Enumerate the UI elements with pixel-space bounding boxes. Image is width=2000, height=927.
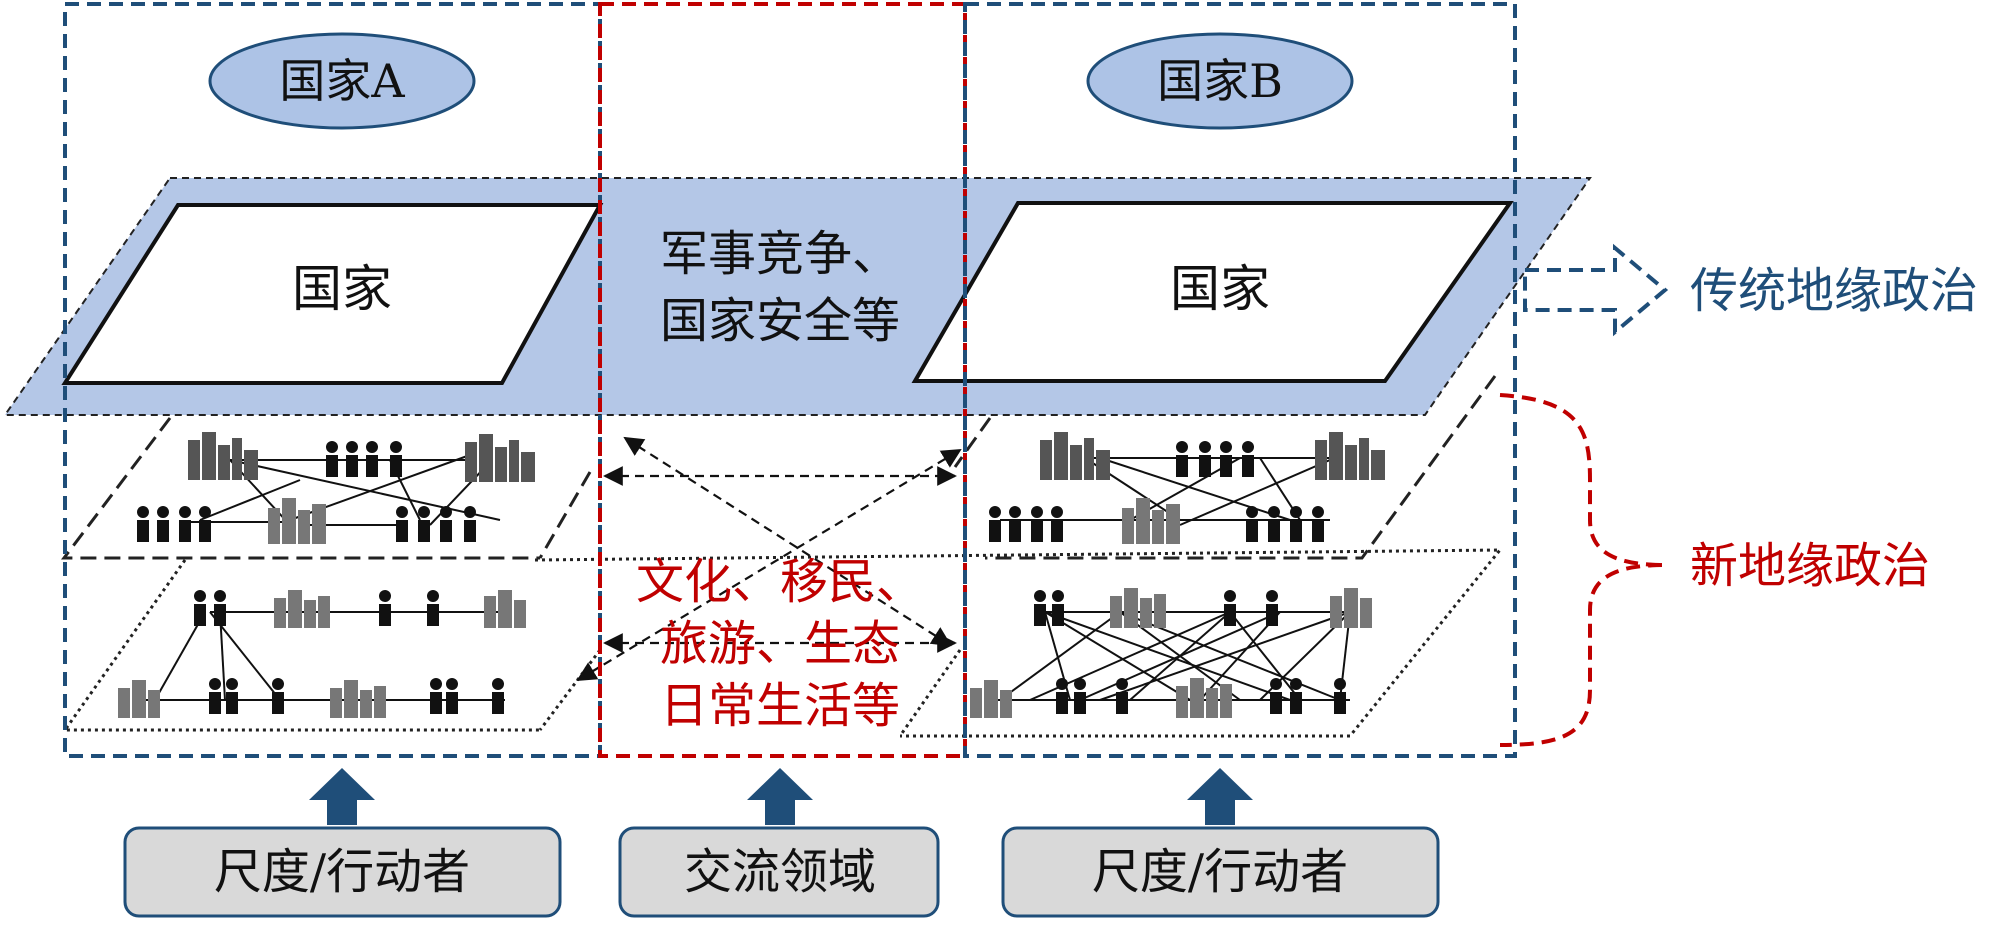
up-arrow-icon — [747, 768, 813, 825]
exchange-domain-box-label: 交流领域 — [684, 844, 876, 900]
scale-actor-box-a — [123, 826, 562, 918]
country-a-lower-nodes — [118, 590, 526, 718]
country-b-lower-nodes — [970, 588, 1372, 718]
city-icon — [970, 680, 1012, 718]
country-b-frame — [963, 2, 1517, 758]
country-a-oval-label: 国家A — [279, 54, 405, 108]
country-b-plane-label: 国家 — [1170, 260, 1270, 318]
upper-society-plane — [60, 375, 1497, 560]
scale-actor-box-a-label: 尺度/行动者 — [214, 844, 470, 900]
city-icon — [1315, 432, 1385, 480]
exchange-arrows — [576, 436, 962, 682]
traditional-geopolitics-arrow — [1523, 243, 1669, 337]
city-icon — [1040, 432, 1110, 480]
city-icon — [118, 680, 160, 718]
scale-actor-box-b-label: 尺度/行动者 — [1092, 844, 1348, 900]
exchange-domain-box — [618, 826, 940, 918]
scale-actor-box-b — [1001, 826, 1440, 918]
country-a-lower-network — [140, 611, 505, 701]
traditional-geopolitics-label: 传统地缘政治 — [1690, 263, 1978, 319]
city-icon — [465, 434, 535, 482]
new-geopolitics-label: 新地缘政治 — [1690, 538, 1930, 594]
city-icon — [330, 680, 386, 718]
country-b-oval-label: 国家B — [1157, 54, 1283, 108]
city-icon — [484, 590, 526, 628]
people-icons-a-upper — [137, 441, 476, 542]
up-arrow-icon — [309, 768, 375, 825]
city-icon — [268, 498, 326, 544]
country-a-upper-nodes — [188, 432, 535, 544]
up-arrow-icon — [1187, 768, 1253, 825]
city-icon — [1110, 588, 1166, 628]
new-geopolitics-brace — [1499, 393, 1666, 747]
country-b-upper-nodes — [989, 432, 1385, 544]
country-a-plane-label: 国家 — [292, 260, 392, 318]
city-icon — [1122, 498, 1180, 544]
society-exchange-label-line-2: 旅游、生态 — [660, 616, 900, 672]
country-b-oval — [1086, 32, 1354, 130]
society-exchange-label-line-1: 文化、移民、 — [636, 554, 924, 610]
city-icon — [1176, 678, 1232, 718]
city-icon — [188, 432, 258, 480]
exchange-domain-frame — [598, 2, 967, 758]
country-b-state-plane — [911, 201, 1514, 383]
city-icon — [1330, 588, 1372, 628]
city-icon — [274, 590, 330, 628]
state-exchange-label-line-1: 军事竞争、 — [660, 226, 900, 282]
country-a-state-plane — [61, 203, 604, 385]
country-a-oval — [208, 32, 476, 130]
society-exchange-label-line-3: 日常生活等 — [660, 678, 900, 734]
state-exchange-label-line-2: 国家安全等 — [660, 293, 900, 349]
